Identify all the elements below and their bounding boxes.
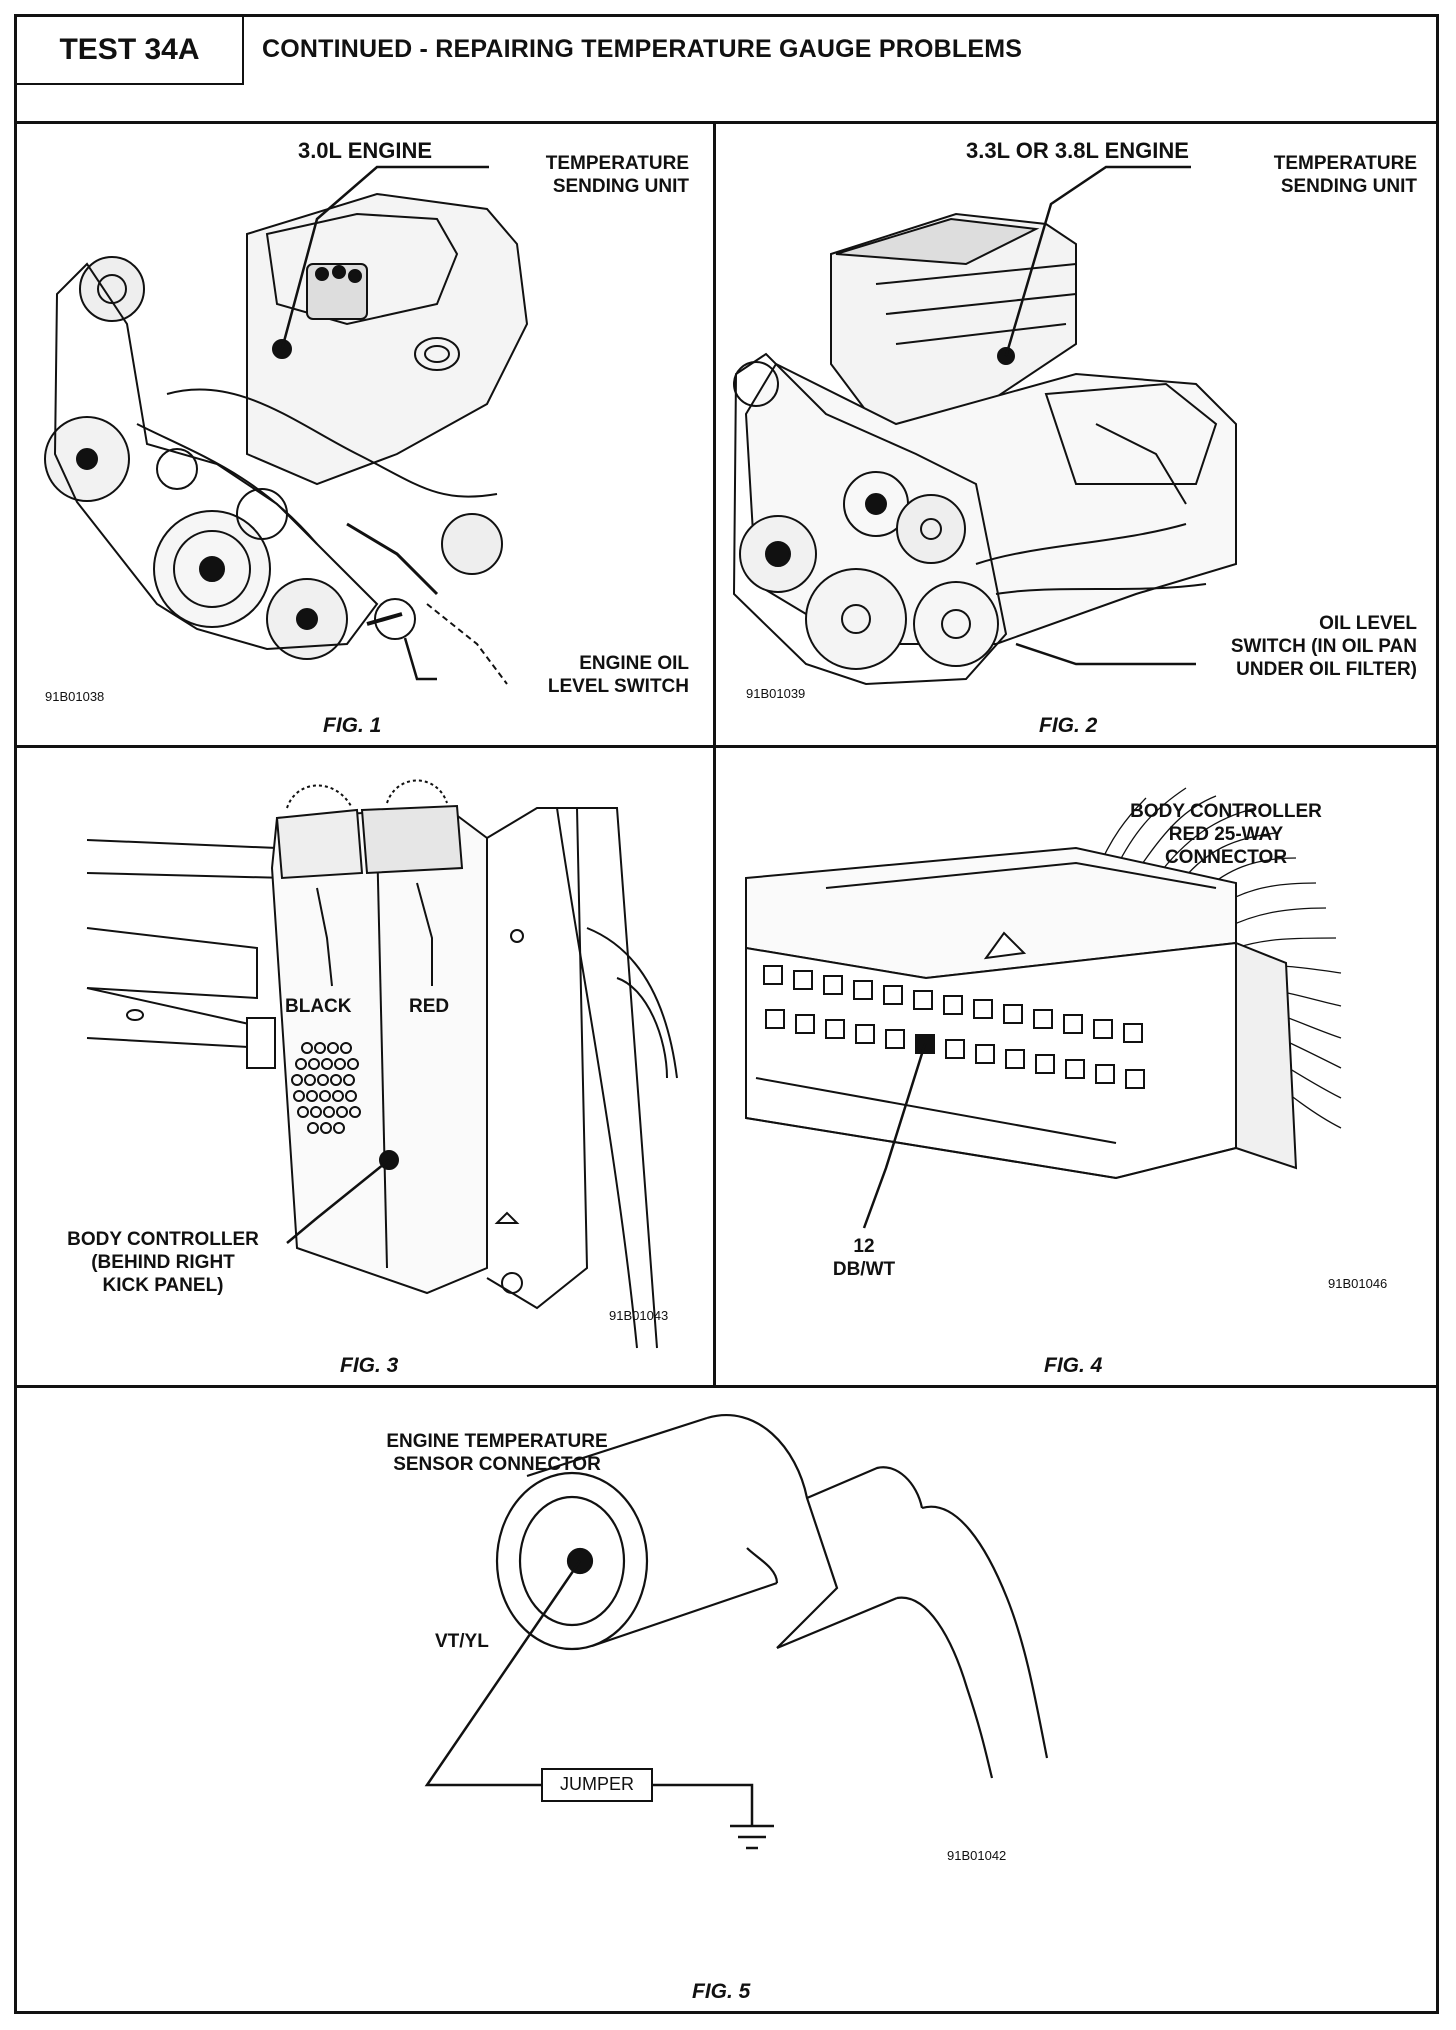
manual-page: TEST 34A CONTINUED - REPAIRING TEMPERATU…	[14, 14, 1439, 2014]
engine-3-0l-illustration	[44, 165, 529, 685]
fig1-caption: FIG. 1	[323, 714, 382, 737]
fig3-black-leader	[316, 887, 333, 987]
fig1-title: 3.0L ENGINE	[297, 138, 433, 163]
vent-holes	[291, 1042, 361, 1134]
fig1-panel: 3.0L ENGINE	[17, 124, 713, 745]
fig2-caption: FIG. 2	[1039, 714, 1098, 737]
fig2-oil-label: OIL LEVEL SWITCH (IN OIL PAN UNDER OIL F…	[1230, 613, 1417, 680]
fig1-code: 91B01038	[45, 689, 105, 704]
fig2-code: 91B01039	[746, 686, 806, 701]
fig4-code: 91B01046	[1328, 1276, 1388, 1291]
page-title: CONTINUED - REPAIRING TEMPERATURE GAUGE …	[262, 35, 1023, 63]
fig5-sensor-label: ENGINE TEMPERATURE SENSOR CONNECTOR	[386, 1431, 608, 1475]
engine-3-3l-illustration	[732, 165, 1237, 686]
fig4-pin-label: 12 DB/WT	[832, 1236, 896, 1280]
fig2-oil-leader	[1015, 642, 1196, 666]
jumper-box	[541, 1768, 653, 1802]
fig1-sending-label: TEMPERATURE SENDING UNIT	[545, 153, 689, 197]
fig1-oil-leader	[403, 637, 437, 681]
fig5-jumper-wire	[652, 1783, 754, 1826]
page-header: TEST 34A CONTINUED - REPAIRING TEMPERATU…	[17, 17, 1436, 124]
column-divider	[713, 121, 716, 1388]
fig2-sending-label: TEMPERATURE SENDING UNIT	[1273, 153, 1417, 197]
fig3-body-leader	[286, 1159, 390, 1244]
fig4-connector-label: BODY CONTROLLER RED 25-WAY CONNECTOR	[1130, 801, 1322, 868]
body-controller-illustration	[86, 779, 678, 1349]
fig5-jumper-label: JUMPER	[559, 1774, 634, 1794]
fig3-black-label: BLACK	[285, 996, 352, 1017]
test-id: TEST 34A	[59, 33, 200, 66]
row-divider-2	[17, 1385, 1436, 1388]
fig3-caption: FIG. 3	[340, 1354, 399, 1377]
fig5-code: 91B01042	[947, 1848, 1007, 1863]
fig5-caption: FIG. 5	[692, 1980, 751, 2003]
temperature-sensor-connector-illustration	[424, 1414, 1049, 1850]
fig4-panel: BODY CONTROLLER RED 25-WAY CONNECTOR 12 …	[716, 748, 1439, 1385]
fig3-panel: BLACK RED BODY CONTROLLER (BEHIND RIGHT …	[17, 748, 713, 1385]
fig5-panel: ENGINE TEMPERATURE SENSOR CONNECTOR VT/Y…	[17, 1388, 1436, 2014]
fig2-title: 3.3L OR 3.8L ENGINE	[966, 138, 1189, 163]
fig3-body-label: BODY CONTROLLER (BEHIND RIGHT KICK PANEL…	[67, 1229, 259, 1296]
fig1-sending-leader	[280, 165, 489, 350]
row-divider-1	[17, 745, 1436, 748]
ground-symbol	[730, 1824, 774, 1850]
fig4-caption: FIG. 4	[1044, 1354, 1103, 1377]
fig3-code: 91B01043	[609, 1308, 669, 1323]
fig5-wire-leader	[424, 1560, 582, 1787]
test-id-box: TEST 34A	[17, 17, 244, 85]
fig2-sending-leader	[1004, 165, 1191, 357]
fig3-red-label: RED	[409, 996, 450, 1017]
connector-25-way-illustration	[745, 787, 1342, 1229]
fig1-oil-label: ENGINE OIL LEVEL SWITCH	[547, 653, 689, 697]
fig4-pin-leader	[862, 1043, 927, 1229]
fig5-wire-label: VT/YL	[435, 1631, 489, 1652]
fig2-panel: 3.3L OR 3.8L ENGINE	[716, 124, 1439, 745]
fig3-red-leader	[416, 882, 433, 986]
